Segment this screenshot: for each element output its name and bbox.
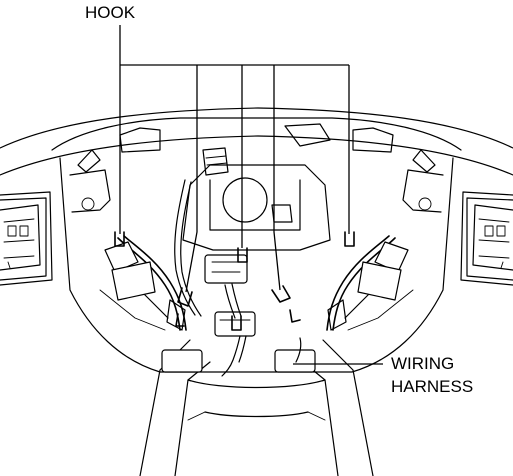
hook-lower-right bbox=[289, 309, 301, 323]
wiring-harness bbox=[104, 179, 409, 377]
hub-body bbox=[51, 117, 462, 373]
right-switch-panel bbox=[472, 204, 513, 271]
wiring-harness-label-line1: WIRING bbox=[391, 354, 454, 373]
hook-leader-lines bbox=[119, 25, 350, 293]
center-module bbox=[182, 147, 331, 251]
wiring-harness-label-line2: HARNESS bbox=[391, 377, 473, 396]
hook-center-right bbox=[271, 285, 291, 303]
hook-label: HOOK bbox=[85, 3, 136, 22]
hook-right bbox=[344, 231, 355, 247]
hook-lower-left bbox=[175, 313, 185, 327]
steering-wheel-rim bbox=[0, 107, 513, 286]
hook-lower-center bbox=[231, 315, 242, 331]
hook-left bbox=[114, 231, 125, 247]
hook-center-left bbox=[177, 287, 193, 307]
hooks bbox=[114, 231, 355, 331]
left-switch-panel bbox=[0, 204, 41, 271]
connectors bbox=[161, 254, 347, 373]
hook-center bbox=[237, 247, 248, 263]
